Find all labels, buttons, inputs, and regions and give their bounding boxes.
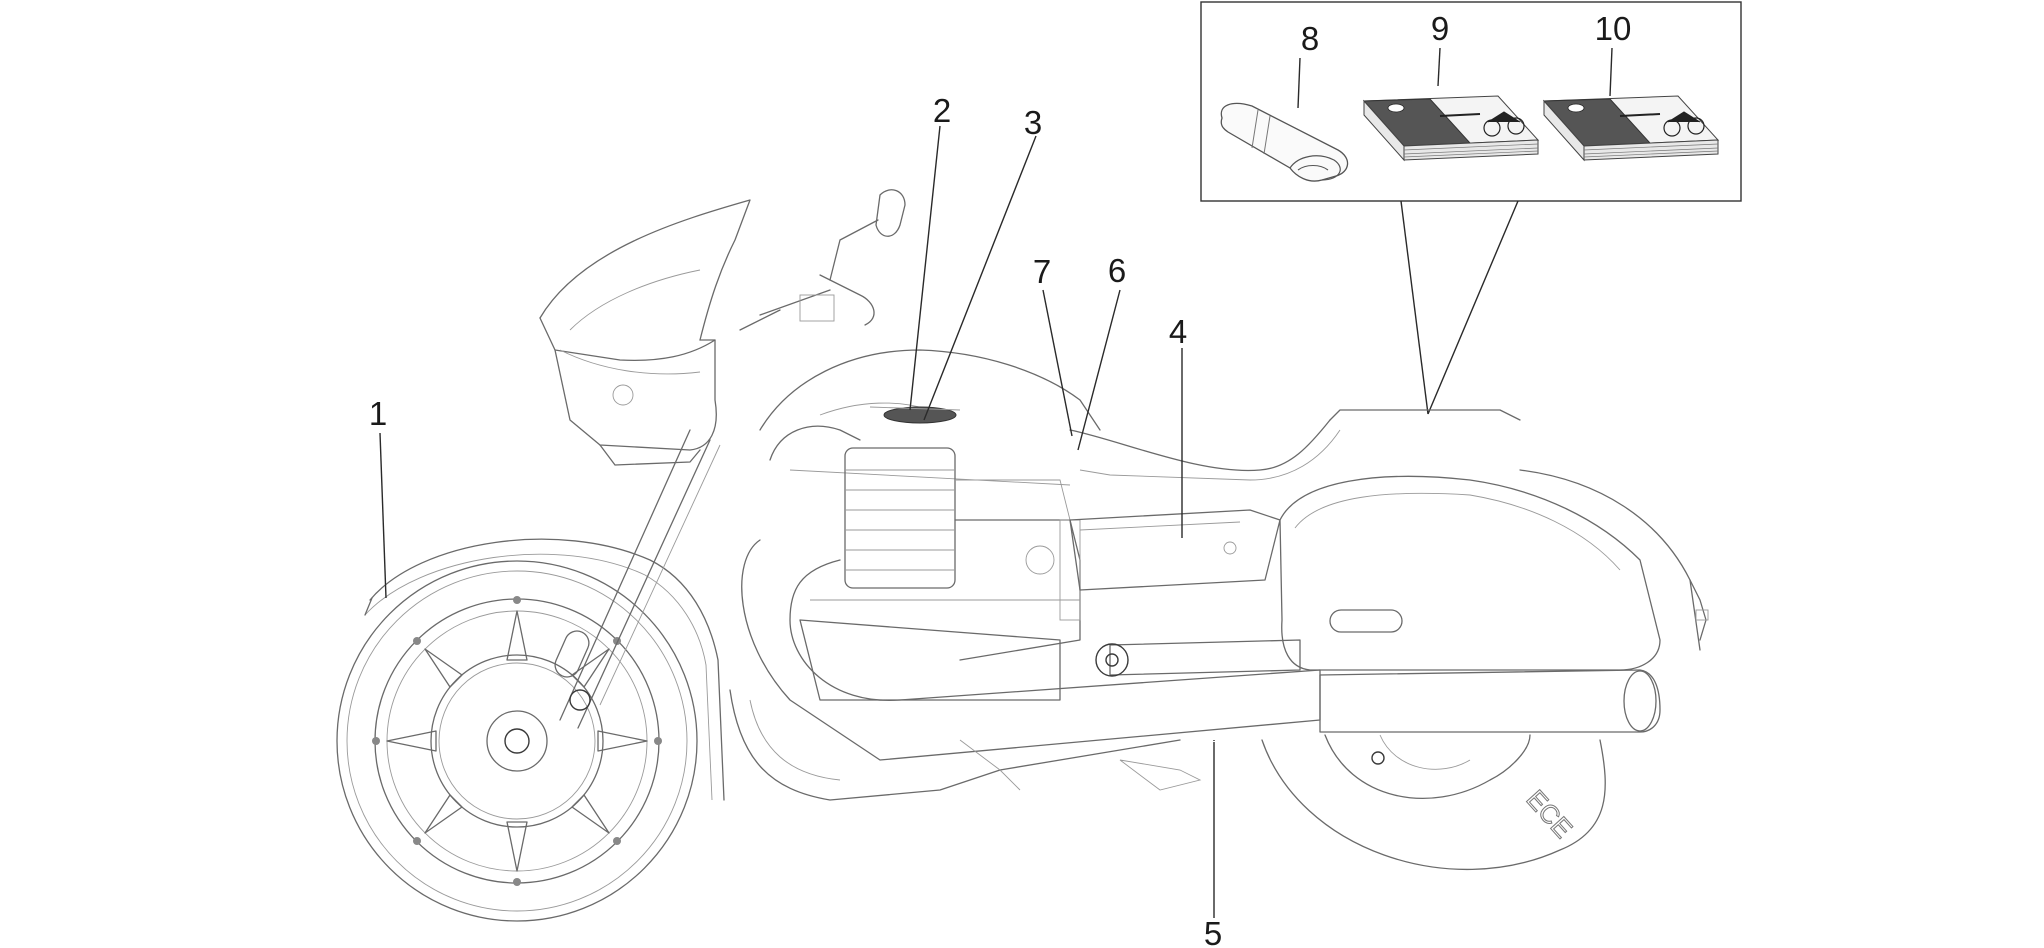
inset-frame bbox=[1200, 1, 1742, 202]
muffler bbox=[1319, 669, 1661, 733]
fuel-tank bbox=[759, 349, 1101, 486]
leader-2 bbox=[909, 125, 941, 411]
tool-pouch-illustration bbox=[1220, 102, 1349, 182]
front-fender bbox=[369, 538, 725, 801]
callout-3: 3 bbox=[1024, 104, 1042, 141]
mirror-handlebar bbox=[739, 189, 906, 331]
lower-frame bbox=[729, 689, 1181, 801]
leader-3 bbox=[923, 135, 1037, 421]
owners-manual-book-2 bbox=[1542, 95, 1720, 162]
rear-wheel bbox=[1261, 734, 1606, 871]
leader-lines bbox=[379, 47, 1613, 918]
callout-4: 4 bbox=[1169, 313, 1187, 350]
tank-badge bbox=[883, 406, 957, 424]
callout-9: 9 bbox=[1431, 10, 1449, 47]
side-cover-panel bbox=[1069, 509, 1281, 591]
inset-pointer-right bbox=[1427, 200, 1519, 415]
kickstand bbox=[959, 739, 1021, 791]
engine bbox=[799, 447, 1081, 701]
swingarm bbox=[1095, 639, 1301, 677]
leader-7 bbox=[1042, 289, 1073, 437]
leader-8 bbox=[1297, 57, 1301, 109]
callout-10: 10 bbox=[1595, 10, 1632, 47]
callout-8: 8 bbox=[1301, 20, 1319, 57]
accessory-inset-box bbox=[1200, 1, 1742, 415]
saddlebag bbox=[1279, 469, 1701, 671]
callout-7: 7 bbox=[1033, 253, 1051, 290]
leader-1 bbox=[379, 432, 387, 599]
wheel-marking-text: ECE bbox=[1521, 784, 1579, 844]
inset-pointer-left bbox=[1400, 200, 1429, 415]
seat bbox=[1069, 409, 1521, 481]
callout-2: 2 bbox=[933, 92, 951, 129]
front-fairing bbox=[539, 199, 751, 466]
callout-1: 1 bbox=[369, 395, 387, 432]
callout-6: 6 bbox=[1108, 252, 1126, 289]
motorcycle-drawing bbox=[336, 189, 1709, 922]
callout-labels: 1 2 3 4 5 6 7 8 9 10 bbox=[369, 10, 1632, 948]
leader-10 bbox=[1609, 47, 1613, 97]
owners-manual-book-1 bbox=[1362, 95, 1540, 162]
front-fork bbox=[554, 429, 721, 729]
callout-5: 5 bbox=[1204, 915, 1222, 948]
leader-9 bbox=[1437, 47, 1441, 87]
leader-6 bbox=[1077, 289, 1121, 451]
footpeg bbox=[1119, 759, 1202, 791]
front-wheel bbox=[336, 560, 698, 922]
exhaust-header bbox=[741, 539, 1321, 761]
